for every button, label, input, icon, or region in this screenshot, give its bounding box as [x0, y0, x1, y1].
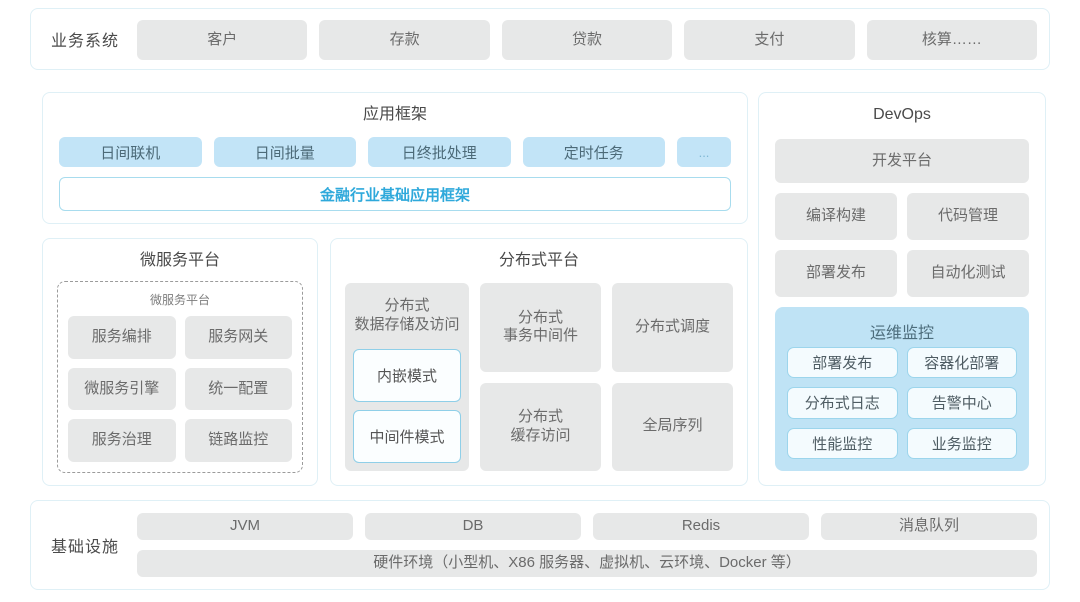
devops-item-deploy[interactable]: 部署发布 — [775, 250, 897, 297]
microservice-item-gateway[interactable]: 服务网关 — [184, 316, 292, 359]
financial-base-framework-bar[interactable]: 金融行业基础应用框架 — [59, 177, 731, 211]
infra-chip-jvm[interactable]: JVM — [137, 513, 353, 540]
distributed-cells-grid: 分布式 事务中间件 分布式调度 分布式 缓存访问 全局序列 — [480, 283, 733, 471]
distributed-mode-embedded[interactable]: 内嵌模式 — [353, 349, 461, 402]
distributed-cell-global-sequence[interactable]: 全局序列 — [612, 382, 733, 471]
ops-item-deploy-release[interactable]: 部署发布 — [787, 347, 898, 379]
ops-item-container-deploy[interactable]: 容器化部署 — [906, 347, 1017, 379]
distributed-mode-middleware[interactable]: 中间件模式 — [353, 410, 461, 463]
distributed-cell-transaction-middleware[interactable]: 分布式 事务中间件 — [480, 283, 601, 372]
ops-item-performance-monitor[interactable]: 性能监控 — [787, 427, 898, 459]
business-systems-panel: 业务系统 客户 存款 贷款 支付 核算…… — [30, 8, 1050, 70]
distributed-storage-title: 分布式 数据存储及访问 — [354, 297, 460, 333]
business-chip-loan[interactable]: 贷款 — [501, 20, 673, 60]
distributed-cell-scheduling[interactable]: 分布式调度 — [612, 283, 733, 372]
infra-chip-db[interactable]: DB — [365, 513, 581, 540]
devops-panel: DevOps 开发平台 编译构建 代码管理 部署发布 自动化测试 运维监控 部署… — [758, 92, 1046, 486]
distributed-storage-card[interactable]: 分布式 数据存储及访问 内嵌模式 中间件模式 — [345, 283, 469, 471]
distributed-platform-title: 分布式平台 — [498, 252, 579, 269]
business-chip-customer[interactable]: 客户 — [137, 20, 308, 60]
infrastructure-label: 基础设施 — [51, 539, 120, 556]
microservice-item-orchestration[interactable]: 服务编排 — [68, 316, 176, 359]
microservice-inner-dashed-box: 微服务平台 服务编排 服务网关 微服务引擎 统一配置 服务治理 链路监控 — [57, 281, 303, 473]
ops-monitoring-box: 运维监控 部署发布 容器化部署 分布式日志 告警中心 性能监控 业务监控 — [775, 307, 1029, 471]
ops-monitoring-grid: 部署发布 容器化部署 分布式日志 告警中心 性能监控 业务监控 — [787, 347, 1017, 459]
distributed-cell-cache-access[interactable]: 分布式 缓存访问 — [480, 382, 601, 471]
devops-items-grid: 编译构建 代码管理 部署发布 自动化测试 — [775, 193, 1029, 297]
devops-item-auto-test[interactable]: 自动化测试 — [907, 250, 1029, 297]
distributed-columns: 分布式 数据存储及访问 内嵌模式 中间件模式 分布式 事务中间件 分布式调度 分… — [345, 283, 733, 471]
microservice-platform-panel: 微服务平台 微服务平台 服务编排 服务网关 微服务引擎 统一配置 服务治理 链路… — [42, 238, 318, 486]
microservice-items-grid: 服务编排 服务网关 微服务引擎 统一配置 服务治理 链路监控 — [68, 316, 292, 462]
ops-item-alert-center[interactable]: 告警中心 — [906, 387, 1017, 419]
business-chip-payment[interactable]: 支付 — [684, 20, 855, 60]
microservice-inner-title: 微服务平台 — [149, 293, 210, 307]
infra-chip-redis[interactable]: Redis — [593, 513, 809, 540]
infrastructure-content: JVM DB Redis 消息队列 硬件环境（小型机、X86 服务器、虚拟机、云… — [137, 513, 1037, 577]
business-chip-deposit[interactable]: 存款 — [319, 20, 490, 60]
appframe-tag-online-daytime[interactable]: 日间联机 — [59, 137, 202, 167]
appframe-tag-eod-batch[interactable]: 日终批处理 — [368, 137, 511, 167]
microservice-item-unified-config[interactable]: 统一配置 — [184, 367, 292, 411]
appframe-tag-batch-daytime[interactable]: 日间批量 — [213, 137, 356, 167]
infrastructure-chips: JVM DB Redis 消息队列 — [137, 513, 1037, 540]
infra-chip-message-queue[interactable]: 消息队列 — [821, 513, 1037, 540]
application-framework-tags: 日间联机 日间批量 日终批处理 定时任务 ... — [59, 137, 731, 167]
business-systems-chips: 客户 存款 贷款 支付 核算…… — [137, 20, 1038, 60]
distributed-platform-panel: 分布式平台 分布式 数据存储及访问 内嵌模式 中间件模式 分布式 事务中间件 分… — [330, 238, 748, 486]
appframe-tag-more[interactable]: ... — [677, 137, 731, 167]
devops-dev-platform[interactable]: 开发平台 — [775, 139, 1029, 183]
devops-item-code-mgmt[interactable]: 代码管理 — [907, 193, 1029, 240]
ops-monitoring-title: 运维监控 — [869, 325, 934, 342]
devops-item-build[interactable]: 编译构建 — [775, 193, 897, 240]
microservice-platform-title: 微服务平台 — [139, 252, 220, 269]
infrastructure-panel: 基础设施 JVM DB Redis 消息队列 硬件环境（小型机、X86 服务器、… — [30, 500, 1050, 590]
business-systems-label: 业务系统 — [51, 33, 120, 50]
business-chip-accounting[interactable]: 核算…… — [866, 20, 1038, 60]
application-framework-panel: 应用框架 日间联机 日间批量 日终批处理 定时任务 ... 金融行业基础应用框架 — [42, 92, 748, 224]
appframe-tag-scheduled-task[interactable]: 定时任务 — [522, 137, 665, 167]
microservice-item-trace-monitor[interactable]: 链路监控 — [184, 419, 292, 462]
microservice-item-governance[interactable]: 服务治理 — [68, 419, 176, 462]
application-framework-title: 应用框架 — [362, 106, 427, 123]
infra-hardware-environment[interactable]: 硬件环境（小型机、X86 服务器、虚拟机、云环境、Docker 等） — [137, 550, 1037, 577]
microservice-item-engine[interactable]: 微服务引擎 — [68, 367, 176, 411]
ops-item-business-monitor[interactable]: 业务监控 — [906, 427, 1017, 459]
devops-title: DevOps — [873, 106, 931, 123]
distributed-storage-column: 分布式 数据存储及访问 内嵌模式 中间件模式 — [345, 283, 469, 471]
ops-item-distributed-log[interactable]: 分布式日志 — [787, 387, 898, 419]
